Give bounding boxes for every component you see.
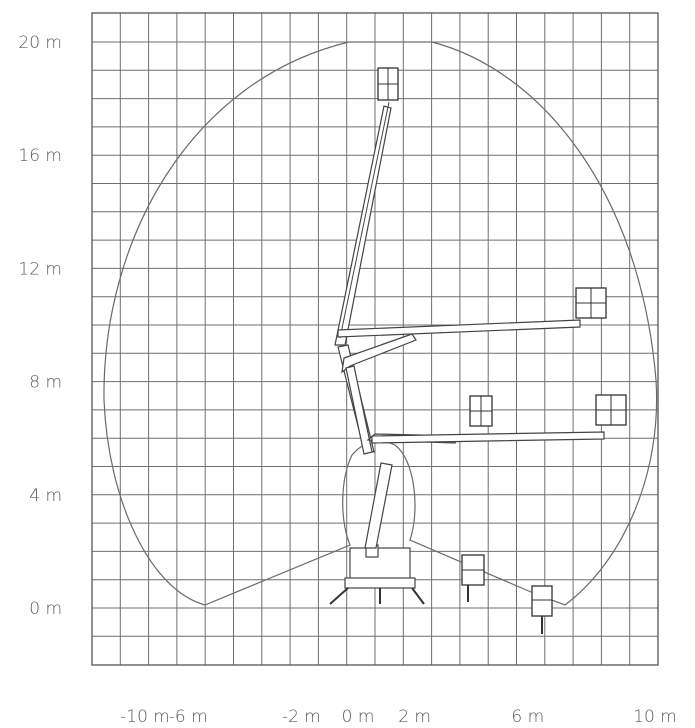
basket-top	[377, 67, 399, 101]
y-tick-label: 12 m	[18, 259, 62, 279]
y-tick-label: 16 m	[18, 146, 62, 166]
x-tick-label: 0 m	[342, 707, 375, 727]
x-tick-label: -6 m	[169, 707, 208, 727]
basket-ground-right	[531, 585, 553, 634]
x-tick-label: 6 m	[511, 707, 544, 727]
y-tick-label: 4 m	[29, 486, 62, 506]
basket-lower-right	[595, 394, 627, 426]
x-tick-label: -10 m	[120, 707, 170, 727]
boom-lower-horizontal	[366, 431, 605, 444]
x-tick-label: 2 m	[398, 707, 431, 727]
basket-middle	[469, 395, 493, 427]
y-tick-label: 20 m	[18, 33, 62, 53]
x-tick-label: 10 m	[633, 707, 677, 727]
x-axis-labels: -10 m-6 m -2 m 0 m 2 m 6 m 10 m	[120, 707, 677, 727]
basket-ground-left	[461, 554, 485, 602]
basket-upper-right	[575, 287, 607, 319]
y-axis-labels: 20 m 16 m 12 m 8 m 4 m 0 m	[18, 33, 62, 619]
y-tick-label: 8 m	[29, 373, 62, 393]
boom-upper-horizontal	[337, 319, 581, 455]
machine-base	[329, 544, 425, 605]
x-tick-label: -2 m	[282, 707, 321, 727]
y-tick-label: 0 m	[29, 599, 62, 619]
grid-frame	[91, 12, 659, 666]
